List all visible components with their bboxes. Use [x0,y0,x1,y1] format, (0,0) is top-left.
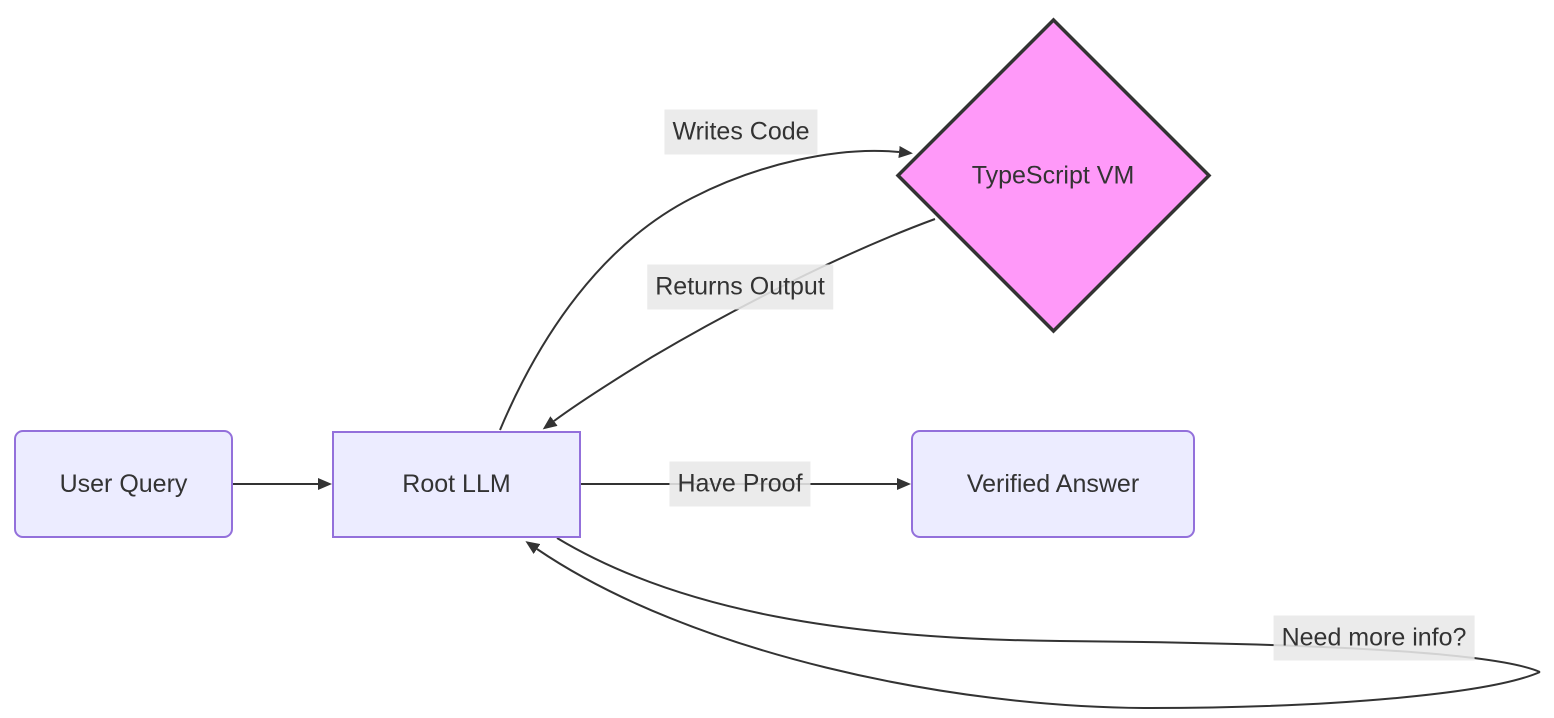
edge-writes-code [499,146,913,431]
node-verified-answer-label: Verified Answer [966,469,1140,498]
node-root-llm-label: Root LLM [402,470,511,498]
edge-need-more-info-return [525,541,1541,710]
edge-label-returns-output: Returns Output [647,264,833,310]
edge-label-writes-code: Writes Code [664,109,818,155]
node-user-query: User Query [14,430,233,538]
edge-label-have-proof: Have Proof [669,461,811,507]
node-verified-answer: Verified Answer [911,430,1195,538]
edge-returns-output [542,218,936,430]
edge-label-need-more-info: Need more info? [1273,615,1475,661]
node-typescript-vm-shape [895,17,1212,334]
node-root-llm: Root LLM [332,431,581,538]
node-user-query-label: User Query [59,469,188,498]
node-typescript-vm-label: TypeScript VM [971,161,1135,190]
